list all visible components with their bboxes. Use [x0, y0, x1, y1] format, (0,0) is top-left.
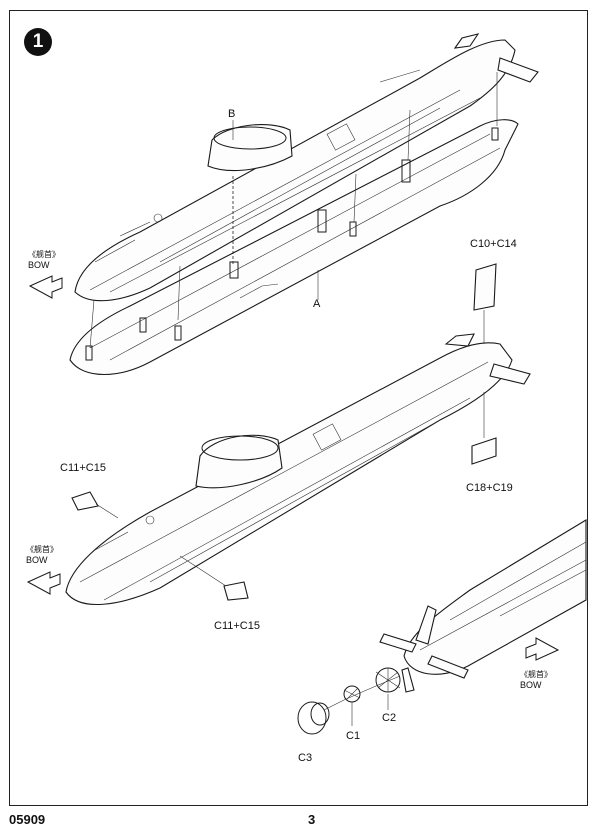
product-code: 05909: [9, 812, 46, 827]
part-label-c2: C2: [382, 712, 397, 724]
part-c11-c15-bottom-plate: [223, 581, 249, 601]
bow-label-2: 《舰首》 BOW: [26, 545, 58, 565]
part-label-c3: C3: [298, 752, 313, 764]
shroud-c3: [297, 701, 330, 735]
assembled-hull: [65, 333, 531, 606]
part-label-c10-c14: C10+C14: [470, 238, 517, 250]
lower-hull-part-a: [69, 119, 519, 376]
page-number: 3: [308, 812, 316, 827]
step-number-badge: 1: [24, 28, 52, 56]
bow-label-3: 《舰首》 BOW: [520, 670, 552, 690]
part-label-c1: C1: [346, 730, 361, 742]
part-label-c18-c19: C18+C19: [466, 482, 513, 494]
part-label-b: B: [228, 108, 236, 120]
part-label-a: A: [313, 298, 321, 310]
stern-section: [379, 519, 587, 693]
part-c18-c19-plate: [471, 437, 497, 465]
bow-label-1: 《舰首》 BOW: [28, 250, 60, 270]
part-c11-c15-left-plate: [71, 491, 99, 511]
upper-hull-part-b: [74, 33, 539, 302]
part-c10-c14-plate: [473, 263, 497, 311]
part-label-c11-c15-bottom: C11+C15: [214, 620, 260, 632]
part-label-c11-c15-left: C11+C15: [60, 462, 106, 474]
page-border: [9, 10, 588, 806]
propeller-c2: [375, 667, 401, 693]
